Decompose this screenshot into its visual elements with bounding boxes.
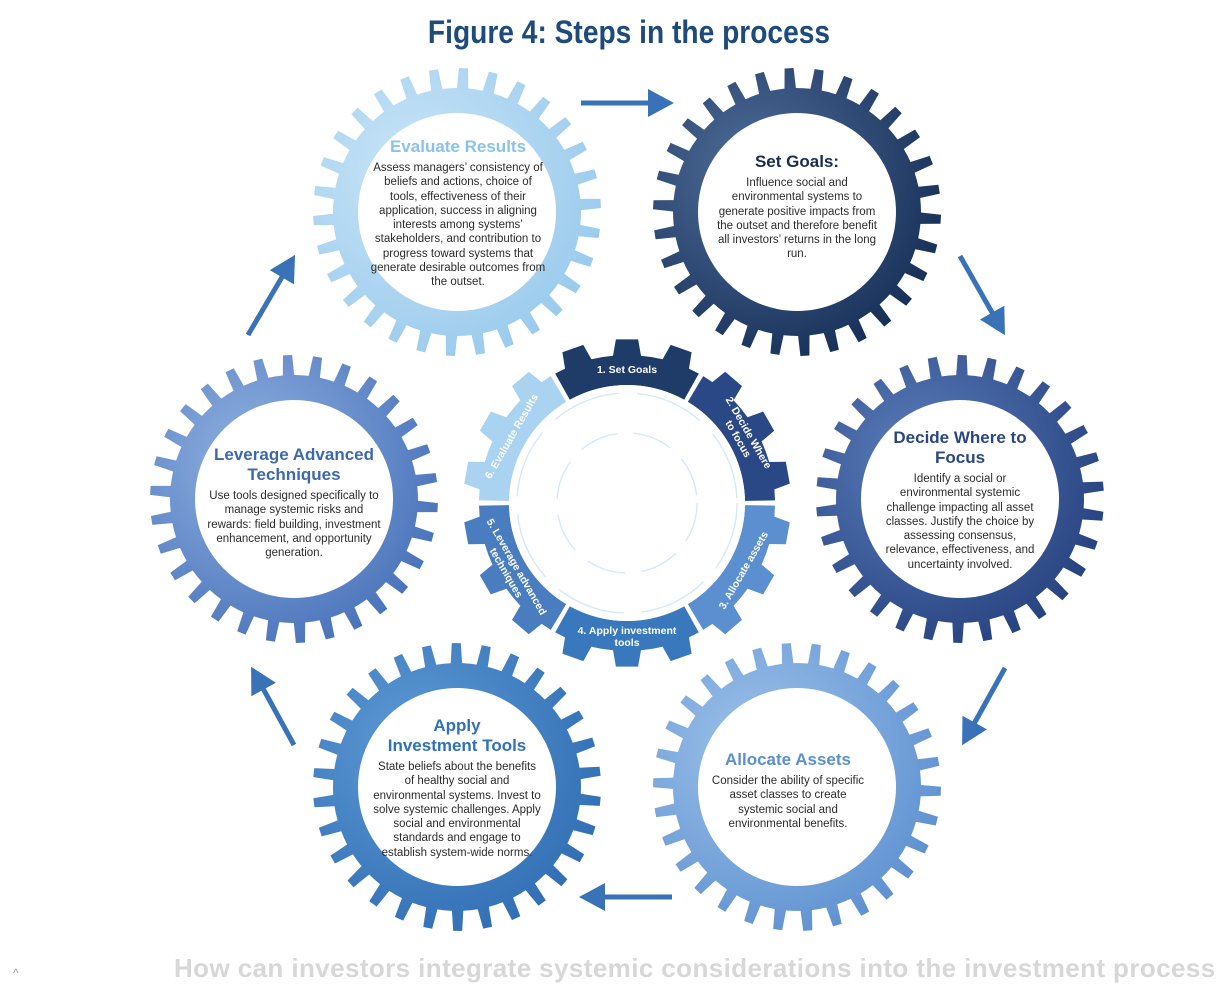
gear-leverage-face xyxy=(195,400,393,598)
flow-arrow-head-4 xyxy=(579,883,605,911)
gear-apply-tools-text: Apply Investment Tools State beliefs abo… xyxy=(372,716,542,860)
flow-arrow-head-1 xyxy=(648,89,674,117)
gear-decide-where-face xyxy=(861,400,1059,598)
ring-center xyxy=(509,385,745,621)
gear-decide-where-body: Identify a social or environmental syste… xyxy=(885,473,1035,571)
gear-allocate-assets-text: Allocate Assets Consider the ability of … xyxy=(709,750,867,831)
gear-leverage-title: Leverage Advanced Techniques xyxy=(214,445,374,484)
ring-segment-6 xyxy=(464,371,567,501)
gear-evaluate-title: Evaluate Results xyxy=(389,137,527,156)
gear-allocate-assets-title: Allocate Assets xyxy=(725,750,851,769)
ring-segment-1 xyxy=(555,339,699,400)
gear-evaluate-face xyxy=(358,113,556,311)
gear-evaluate-body: Assess managers’ consistency of beliefs … xyxy=(370,162,546,289)
caret-marker: ^ xyxy=(13,966,19,980)
flow-arrow-head-3 xyxy=(962,715,987,746)
ring-segment-4 xyxy=(555,606,699,667)
gear-apply-tools-body: State beliefs about the benefits of heal… xyxy=(373,761,541,859)
ring-segment-3 xyxy=(687,505,790,635)
ring-flow-line xyxy=(556,432,698,574)
gear-set-goals-body: Influence social and environmental syste… xyxy=(717,177,877,261)
gear-apply-tools-title: Apply Investment Tools xyxy=(387,716,527,755)
gear-set-goals-text: Set Goals: Influence social and environm… xyxy=(712,152,882,262)
gear-apply-tools-face xyxy=(358,688,556,886)
gear-leverage-body: Use tools designed specifically to manag… xyxy=(207,490,381,560)
gear-allocate-assets-face xyxy=(698,688,896,886)
ring-segment-5 xyxy=(464,505,567,635)
gear-decide-where-text: Decide Where to Focus Identify a social … xyxy=(880,428,1040,572)
gear-leverage-text: Leverage Advanced Techniques Use tools d… xyxy=(206,445,382,560)
gear-evaluate-text: Evaluate Results Assess managers’ consis… xyxy=(370,137,546,290)
figure-title: Figure 4: Steps in the process xyxy=(427,14,831,50)
flow-arrow-head-2 xyxy=(979,305,1005,336)
flow-arrow-head-6 xyxy=(269,254,296,285)
footer-caption: How can investors integrate systemic con… xyxy=(174,953,1216,983)
ring-segment-2 xyxy=(687,371,790,501)
gear-set-goals-title: Set Goals: xyxy=(754,152,840,171)
flow-arrow-head-5 xyxy=(251,666,276,697)
ring-flow-line xyxy=(516,392,738,614)
ring-step-1-label: 1. Set Goals xyxy=(597,364,657,376)
gear-allocate-assets-body: Consider the ability of specific asset c… xyxy=(711,775,865,830)
gear-decide-where-title: Decide Where to Focus xyxy=(893,428,1027,467)
gear-set-goals-face xyxy=(698,113,896,311)
